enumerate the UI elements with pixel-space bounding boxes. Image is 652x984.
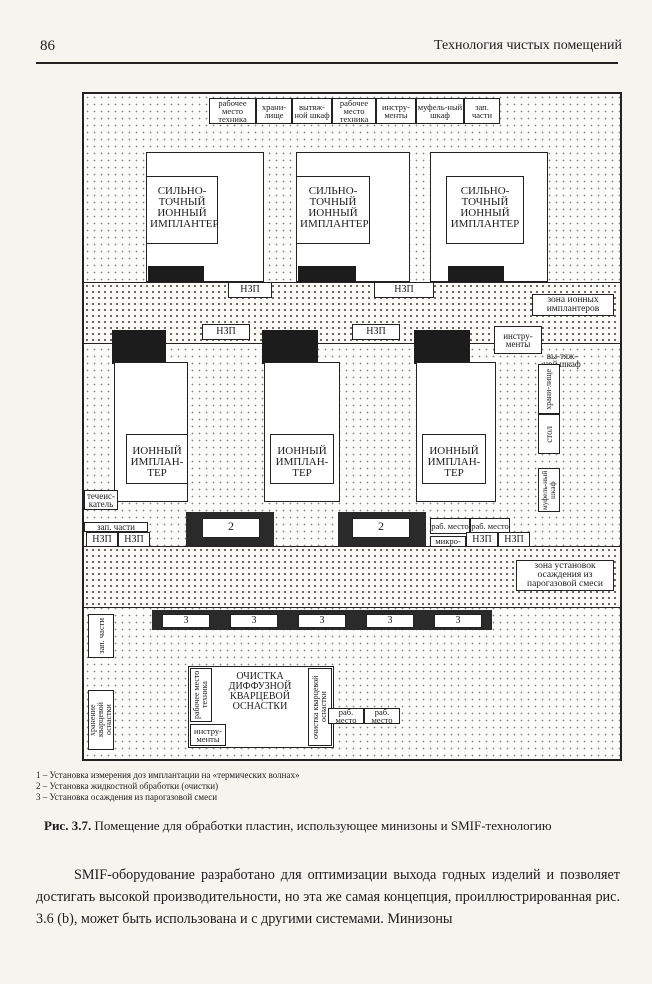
- top-cell-spare-parts: зап. части: [464, 98, 500, 124]
- implanter-1-label: ИОННЫЙ ИМПЛАН-ТЕР: [130, 445, 184, 479]
- top-cell-work-place-2: рабочее место техника: [332, 98, 376, 124]
- top-cell-muffle: муфель-ный шкаф: [416, 98, 464, 124]
- top-cell-work-place: рабочее место техника: [209, 98, 256, 124]
- high-current-implanter-2-label: СИЛЬНО-ТОЧНЫЙ ИОННЫЙ ИМПЛАНТЕР: [300, 185, 369, 230]
- high-current-implanter-1-label: СИЛЬНО-ТОЧНЫЙ ИОННЫЙ ИМПЛАНТЕР: [150, 185, 219, 230]
- load-port-2: [298, 266, 356, 284]
- cleaning-quartz-cell: очистка кварцевой оснастки: [308, 668, 332, 746]
- wip-4: НЗП: [352, 324, 400, 340]
- bottom-work-place-b: раб. место: [364, 708, 400, 724]
- body-paragraph: SMIF-оборудование разработано для оптими…: [36, 867, 620, 927]
- wip-7: НЗП: [466, 532, 498, 548]
- muffle-cell: муфель-ный шкаф: [538, 468, 560, 512]
- bottom-tools-cell: инстру-менты: [190, 724, 226, 746]
- top-cell-storage: храни-лище: [256, 98, 292, 124]
- bottom-work-place: рабочее место техника: [190, 668, 212, 722]
- wip-2: НЗП: [374, 282, 434, 298]
- wip-3: НЗП: [202, 324, 250, 340]
- bottom-work-place-a: раб. место: [328, 708, 364, 724]
- deposition-zone-label: зона установок осаждения из парогазовой …: [516, 560, 614, 591]
- implanter-2-label: ИОННЫЙ ИМПЛАН-ТЕР: [275, 445, 329, 479]
- figure-caption-text: Помещение для обработки пластин, использ…: [94, 818, 552, 833]
- load-port-6: [414, 330, 470, 364]
- wip-5: НЗП: [86, 532, 118, 548]
- load-port-3: [448, 266, 504, 284]
- load-port-1: [148, 266, 204, 284]
- bottom-quartz-storage: хранение кварцевой оснастки: [88, 690, 114, 750]
- high-current-implanter-1-body: [146, 176, 218, 244]
- figure-caption: Рис. 3.7. Помещение для обработки пласти…: [44, 818, 624, 834]
- floor-plan: рабочее место техника храни-лище вытяж-н…: [82, 92, 622, 761]
- top-cell-tools: инстру-менты: [376, 98, 416, 124]
- implanter-3-label: ИОННЫЙ ИМПЛАН-ТЕР: [427, 445, 481, 479]
- leak-detector-cell: течеис-катель: [84, 490, 118, 510]
- unit-2-a: 2: [202, 518, 260, 538]
- storage-cell: храни-лище: [538, 364, 560, 414]
- implanter-zone-label: зона ионных имплантеров: [532, 294, 614, 316]
- work-place-a: раб. место: [430, 518, 470, 534]
- unit-3-c: 3: [288, 606, 356, 632]
- wip-1: НЗП: [228, 282, 272, 298]
- tools-cell: инстру-менты: [494, 326, 542, 354]
- unit-2-b: 2: [352, 518, 410, 538]
- high-current-implanter-3-body: [446, 176, 524, 244]
- legend-item-1: 1 – Установка измерения доз имплантации …: [36, 770, 300, 780]
- running-title: Технология чистых помещений: [433, 38, 622, 53]
- legend-item-3: 3 – Установка осаждения из парогазовой с…: [36, 792, 218, 802]
- load-port-4: [112, 330, 166, 364]
- page-number: 86: [40, 38, 55, 54]
- high-current-implanter-3-label: СИЛЬНО-ТОЧНЫЙ ИОННЫЙ ИМПЛАНТЕР: [450, 185, 520, 230]
- load-port-5: [262, 330, 318, 364]
- cleaning-diffusion-label: ОЧИСТКА ДИФФУЗНОЙ КВАРЦЕВОЙ ОСНАСТКИ: [228, 671, 292, 712]
- exhaust-label: вы-тяж-ной шкаф: [543, 351, 581, 369]
- figure-label: Рис. 3.7.: [44, 818, 92, 833]
- high-current-implanter-2-body: [296, 176, 370, 244]
- implanter-1-body: [126, 434, 188, 484]
- implanter-3-body: [422, 434, 486, 484]
- top-cell-exhaust: вытяж-ной шкаф: [292, 98, 332, 124]
- bottom-spare-parts: зап. части: [88, 614, 114, 658]
- unit-3-b: 3: [220, 606, 288, 632]
- table-cell: стол: [538, 414, 560, 454]
- unit-3-d: 3: [356, 606, 424, 632]
- header-rule: [36, 62, 618, 64]
- legend-item-2: 2 – Установка жидкостной обработки (очис…: [36, 781, 219, 791]
- unit-3-e: 3: [424, 606, 492, 632]
- spare-parts-left-cell: зап. части: [84, 522, 148, 532]
- unit-3-a: 3: [152, 606, 220, 632]
- wip-8: НЗП: [498, 532, 530, 548]
- implanter-2-body: [270, 434, 334, 484]
